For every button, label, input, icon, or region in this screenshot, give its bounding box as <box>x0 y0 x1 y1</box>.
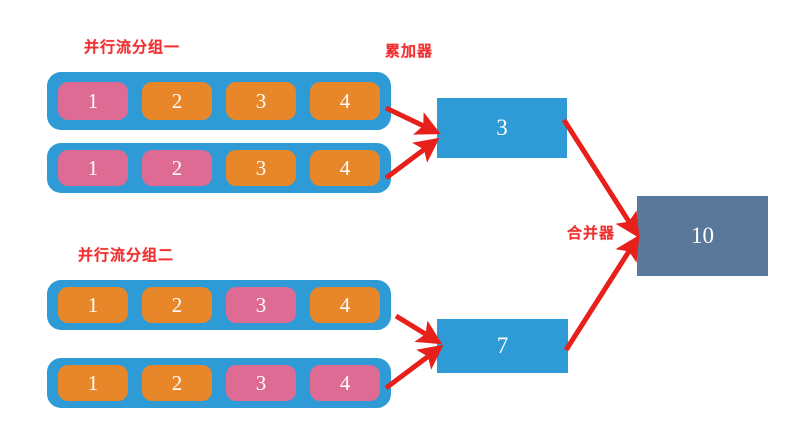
stream-tile[interactable]: 2 <box>142 287 212 323</box>
label-combiner: 合并器 <box>567 226 616 242</box>
arrow-lane3-to-accumulator-lower <box>394 313 443 345</box>
stream-tile[interactable]: 1 <box>58 365 128 401</box>
stream-lane-group-one-row-two: 1 2 3 4 <box>47 143 391 193</box>
arrow-lane1-to-accumulator-upper <box>384 105 441 135</box>
stream-tile[interactable]: 1 <box>58 150 128 186</box>
stream-tile[interactable]: 1 <box>58 82 128 120</box>
stream-tile[interactable]: 4 <box>310 287 380 323</box>
arrow-accumulator-upper-to-combiner <box>561 118 640 239</box>
label-accumulator: 累加器 <box>385 44 434 60</box>
stream-tile[interactable]: 2 <box>142 150 212 186</box>
arrow-accumulator-lower-to-combiner <box>563 234 640 352</box>
label-parallel-stream-group-one: 并行流分组一 <box>84 40 181 56</box>
arrow-lane4-to-accumulator-lower <box>384 344 444 390</box>
stream-tile[interactable]: 1 <box>58 287 128 323</box>
arrow-lane2-to-accumulator-upper <box>384 137 440 180</box>
stream-tile[interactable]: 3 <box>226 365 296 401</box>
accumulator-box-lower[interactable]: 7 <box>437 319 568 373</box>
stream-tile[interactable]: 2 <box>142 365 212 401</box>
stream-lane-group-two-row-two: 1 2 3 4 <box>47 358 391 408</box>
accumulator-value: 3 <box>496 115 508 140</box>
label-parallel-stream-group-two: 并行流分组二 <box>78 248 175 264</box>
stream-tile[interactable]: 3 <box>226 150 296 186</box>
combiner-result-box[interactable]: 10 <box>637 196 768 276</box>
stream-tile[interactable]: 4 <box>310 365 380 401</box>
stream-tile[interactable]: 4 <box>310 150 380 186</box>
stream-tile[interactable]: 3 <box>226 287 296 323</box>
stream-lane-group-two-row-one: 1 2 3 4 <box>47 280 391 330</box>
accumulator-value: 7 <box>496 333 509 358</box>
stream-tile[interactable]: 3 <box>226 82 296 120</box>
stream-lane-group-one-row-one: 1 2 3 4 <box>47 72 391 130</box>
accumulator-box-upper[interactable]: 3 <box>437 98 567 158</box>
stream-tile[interactable]: 2 <box>142 82 212 120</box>
stream-tile[interactable]: 4 <box>310 82 380 120</box>
combiner-value: 10 <box>691 223 714 248</box>
